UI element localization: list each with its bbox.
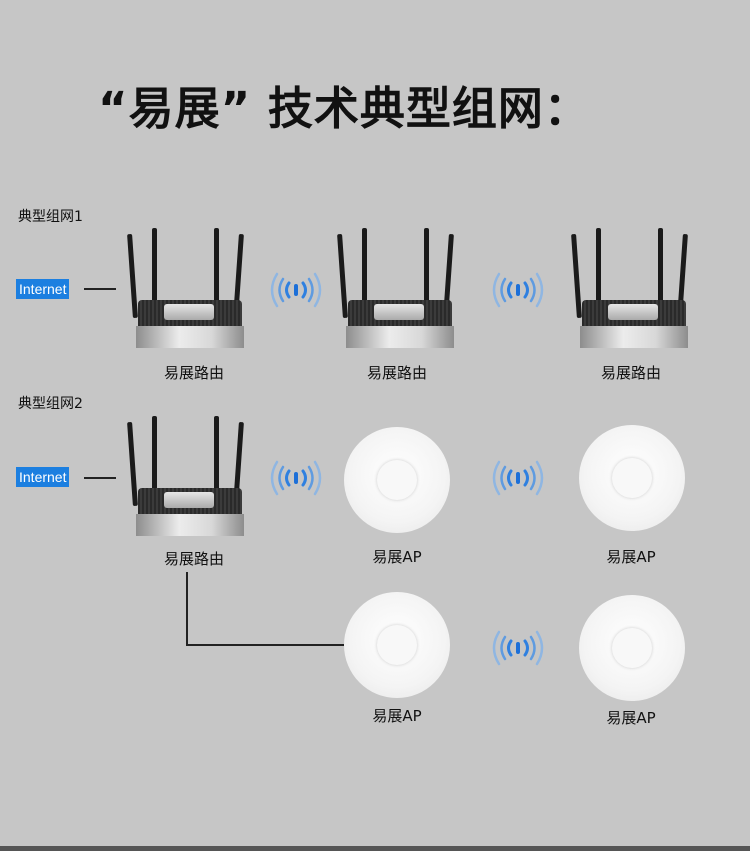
ap-image (344, 592, 450, 698)
section2-label: 典型组网2 (18, 396, 83, 412)
device-label: 易展路由 (163, 550, 225, 568)
wifi-signal-icon (492, 460, 544, 496)
connection-line (84, 477, 116, 479)
device-label: 易展AP (372, 548, 422, 566)
section1-label: 典型组网1 (18, 209, 83, 225)
bottom-border (0, 846, 750, 851)
internet-badge: Internet (16, 467, 70, 487)
device-label: 易展AP (606, 548, 656, 566)
device-label: 易展AP (372, 707, 422, 725)
router-image (337, 228, 458, 354)
wifi-signal-icon (270, 272, 322, 308)
device-label: 易展路由 (366, 364, 428, 382)
wifi-signal-icon (270, 460, 322, 496)
device-label: 易展路由 (163, 364, 225, 382)
wired-connection (186, 644, 344, 646)
wifi-signal-icon (492, 630, 544, 666)
page-title: “易展” 技术典型组网： (98, 82, 590, 135)
router-image (127, 228, 248, 354)
device-label: 易展AP (606, 709, 656, 727)
internet-badge: Internet (16, 279, 70, 299)
ap-image (344, 427, 450, 533)
wifi-signal-icon (492, 272, 544, 308)
router-image (571, 228, 692, 354)
ap-image (579, 425, 685, 531)
router-image (127, 416, 248, 542)
ap-image (579, 595, 685, 701)
connection-line (84, 288, 116, 290)
wired-connection (186, 572, 188, 646)
device-label: 易展路由 (600, 364, 662, 382)
